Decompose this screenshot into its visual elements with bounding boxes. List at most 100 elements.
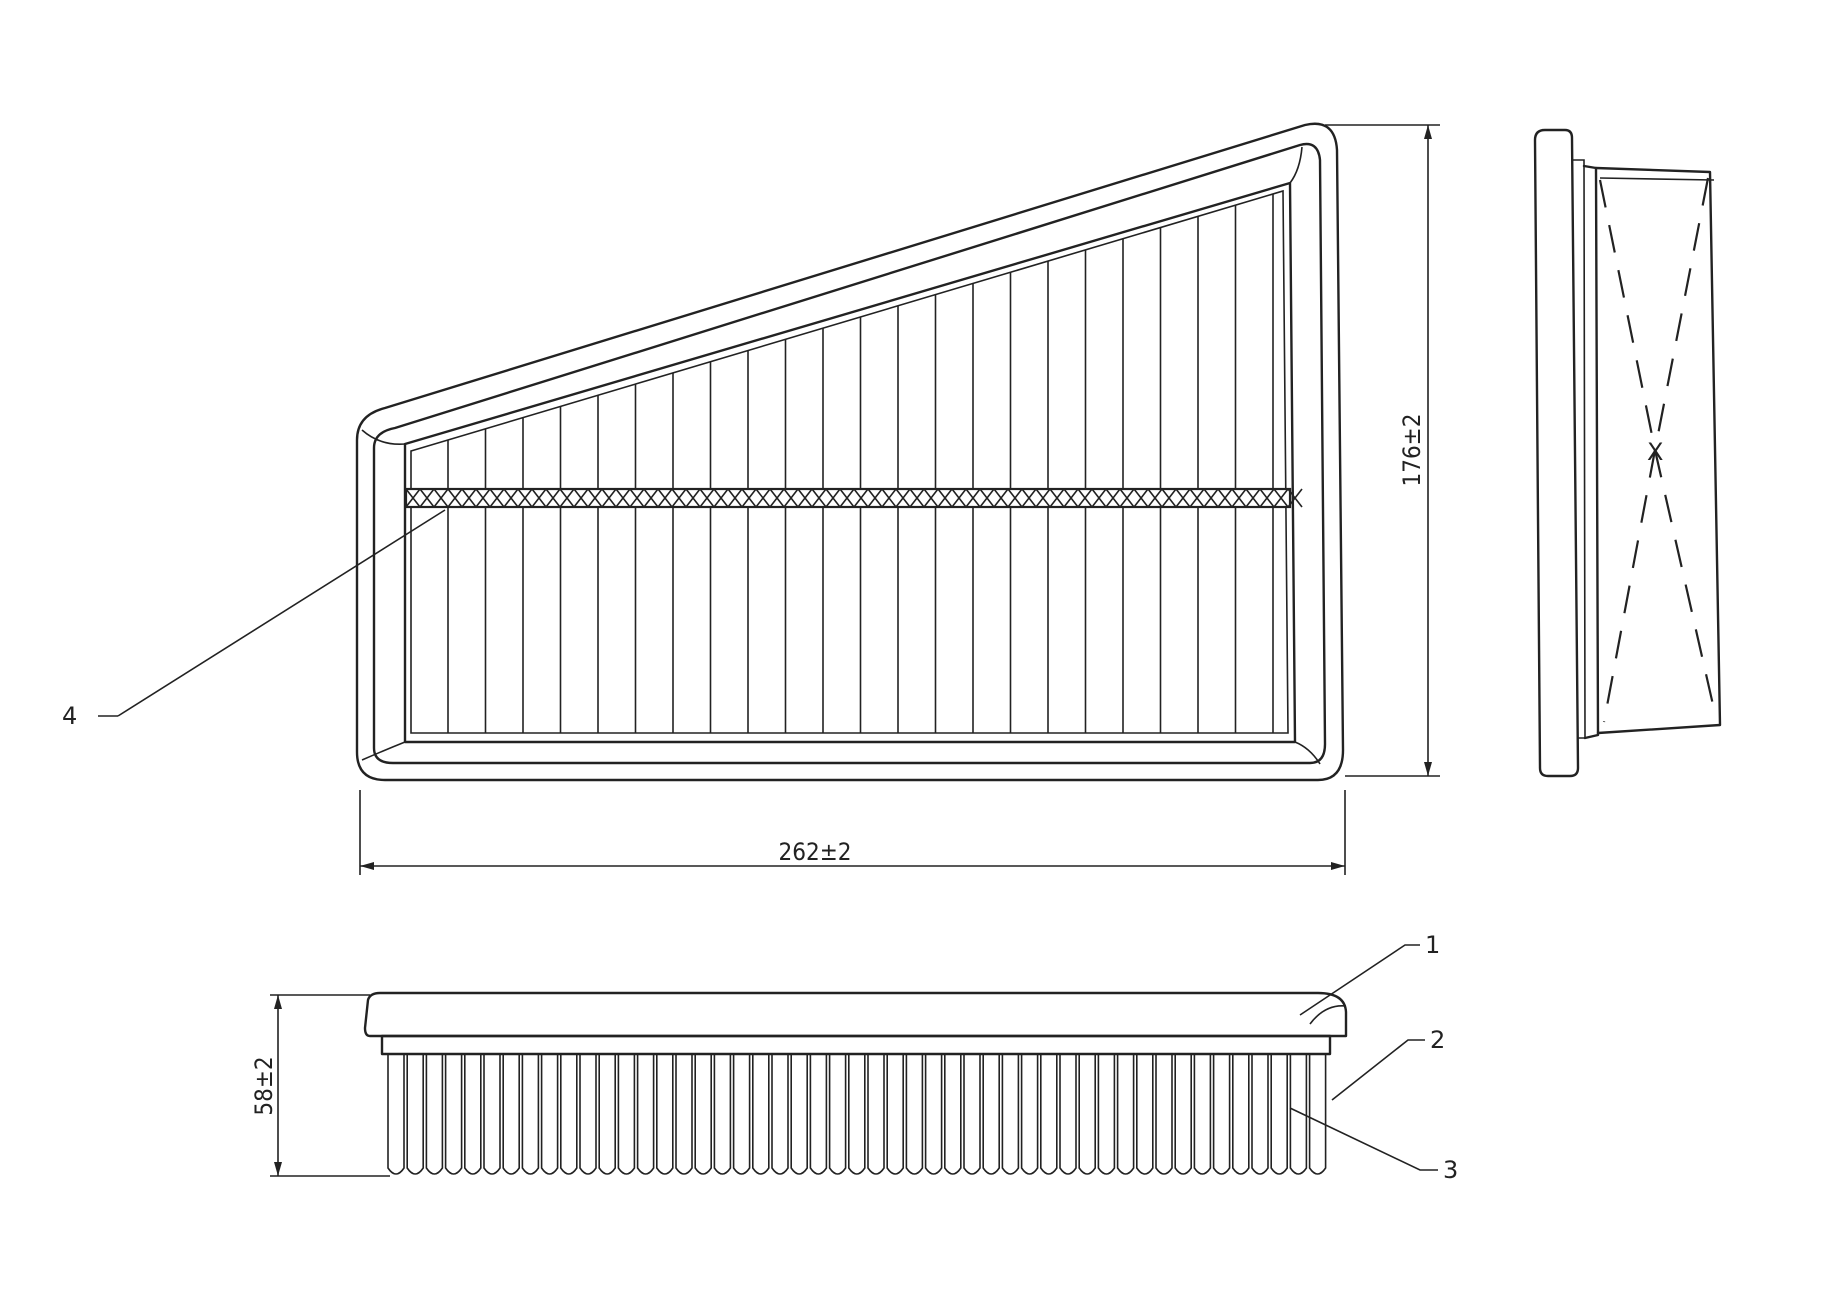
mesh-cross [657, 488, 673, 508]
bottom-pleat [924, 1054, 943, 1175]
bottom-pleat [694, 1054, 712, 1175]
mesh-cross [1161, 488, 1177, 508]
mesh-cross [881, 488, 897, 508]
mesh-cross [643, 488, 659, 508]
mesh-cross [979, 488, 995, 508]
side-step [1582, 164, 1600, 740]
width-dimension: 262±2 [359, 790, 1346, 875]
bottom-pleat [867, 1054, 885, 1175]
mesh-cross [1189, 488, 1205, 508]
mesh-cross [1203, 488, 1219, 508]
mesh-cross [1007, 488, 1023, 508]
front-inner-panel [403, 181, 1297, 744]
mesh-cross [937, 488, 953, 508]
bottom-pleat [444, 1054, 463, 1175]
corner-bevel-top-left [361, 429, 406, 446]
front-view [355, 122, 1345, 782]
mesh-cross [909, 488, 925, 508]
bottom-pleats [387, 1054, 1327, 1175]
bottom-pleat [406, 1054, 424, 1175]
mesh-cross [615, 488, 631, 508]
mesh-cross [685, 488, 701, 508]
bottom-pleat [521, 1054, 540, 1175]
mesh-cross [433, 488, 449, 508]
callout-2: 2 [1331, 1026, 1445, 1101]
height-dimension-label: 176±2 [1398, 413, 1426, 486]
mesh-cross [993, 488, 1009, 508]
callout-4-label: 4 [62, 702, 77, 730]
bottom-pleat [963, 1054, 981, 1175]
bottom-pleat [560, 1054, 578, 1175]
side-dash-1 [1598, 179, 1657, 451]
mesh-cross [769, 488, 785, 508]
mesh-cross [489, 488, 505, 508]
mesh-cross [475, 488, 491, 508]
mesh-cross [517, 488, 533, 508]
mesh-cross [895, 488, 911, 508]
bottom-pleat [540, 1054, 559, 1175]
mesh-cross [1091, 488, 1107, 508]
side-inner-edge [1572, 159, 1586, 739]
bottom-pleat [425, 1054, 444, 1175]
bottom-pleat [905, 1054, 924, 1175]
mesh-cross [405, 488, 421, 508]
mesh-cross [601, 488, 617, 508]
bottom-pleat [1232, 1054, 1250, 1175]
front-inner-panel-2 [410, 189, 1289, 734]
mesh-cross [797, 488, 813, 508]
mesh-cross [755, 488, 771, 508]
side-dash-2 [1653, 177, 1710, 451]
side-dash-4 [1653, 449, 1718, 719]
mesh-cross [853, 488, 869, 508]
bottom-pleat [387, 1054, 405, 1175]
callout-3-label: 3 [1443, 1156, 1458, 1184]
mesh-cross [461, 488, 477, 508]
mesh-cross [587, 488, 603, 508]
bottom-pleat [617, 1054, 636, 1175]
mesh-cross [1217, 488, 1233, 508]
mesh-cross [699, 488, 715, 508]
height-dimension: 176±2 [1325, 124, 1440, 777]
mesh-cross [1119, 488, 1135, 508]
mesh-cross [1049, 488, 1065, 508]
mesh-cross [559, 488, 575, 508]
bottom-pleat [1155, 1054, 1173, 1175]
mesh-cross [1245, 488, 1261, 508]
bottom-pleat [752, 1054, 770, 1175]
mesh-cross [825, 488, 841, 508]
callout-1: 1 [1299, 931, 1440, 1016]
bottom-pleat [713, 1054, 732, 1175]
bottom-pleat [1001, 1054, 1020, 1175]
mesh-cross [629, 488, 645, 508]
bottom-pleat [1136, 1054, 1154, 1175]
mesh-cross [923, 488, 939, 508]
mesh-cross [811, 488, 827, 508]
front-frame-inner-edge [372, 142, 1327, 765]
side-frame [1533, 128, 1580, 778]
mesh-cross [951, 488, 967, 508]
bottom-pleat [1040, 1054, 1058, 1175]
mesh-cross [671, 488, 687, 508]
bottom-pleat [790, 1054, 808, 1175]
bottom-pleat [1174, 1054, 1192, 1175]
mesh-cross [1287, 488, 1303, 508]
mesh-cross [1147, 488, 1163, 508]
mesh-cross [1077, 488, 1093, 508]
mesh-cross [1133, 488, 1149, 508]
bottom-pleat [1116, 1054, 1135, 1175]
bottom-pleat [1059, 1054, 1077, 1175]
bottom-pleat [579, 1054, 597, 1175]
mesh-cross [447, 488, 463, 508]
bottom-pleat [809, 1054, 828, 1175]
width-dimension-label: 262±2 [778, 838, 851, 866]
bottom-flange [380, 1034, 1332, 1056]
mesh-cross [1273, 488, 1289, 508]
mesh-cross [1063, 488, 1079, 508]
bottom-pleat [502, 1054, 520, 1175]
mesh-cross [1035, 488, 1051, 508]
depth-dimension: 58±2 [250, 994, 390, 1177]
bottom-pleat [1289, 1054, 1308, 1175]
mesh-pattern [405, 488, 1303, 508]
bottom-pleat [598, 1054, 616, 1175]
side-center-mark: X [1647, 438, 1663, 466]
